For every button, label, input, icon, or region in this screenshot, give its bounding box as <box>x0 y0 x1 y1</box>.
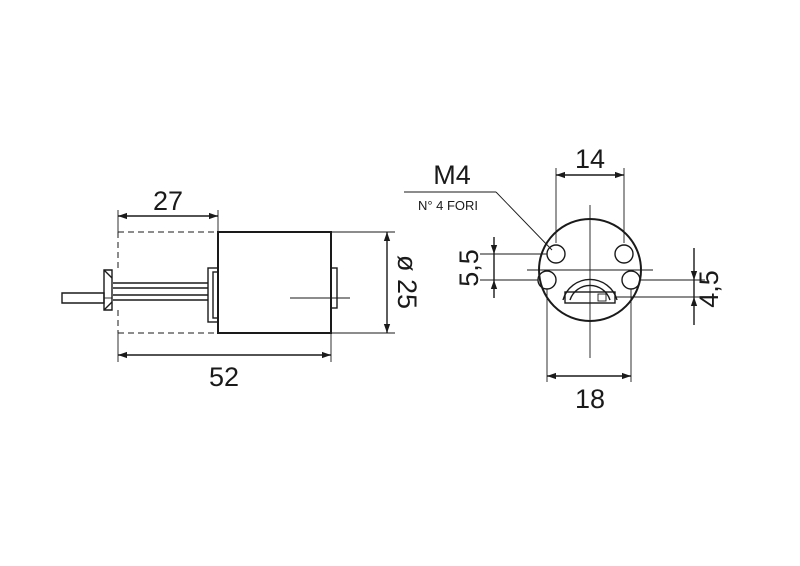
cylinder-body <box>217 231 332 334</box>
hole-bottom-right <box>621 270 641 290</box>
front-washer <box>212 271 219 319</box>
dim-label-27: 27 <box>153 186 183 216</box>
front-view: 14 18 5,5 4,5 M4 N° 4 FORI <box>404 144 724 414</box>
holes-note: N° 4 FORI <box>418 198 478 213</box>
dim-label-diameter: ø 25 <box>392 255 422 309</box>
dim-label-5-5: 5,5 <box>454 249 484 287</box>
cylinder-rear-step <box>330 267 338 309</box>
hole-top-right <box>614 244 634 264</box>
dim-label-52: 52 <box>209 362 239 392</box>
dim-label-18: 18 <box>575 384 605 414</box>
cam-bar <box>61 292 105 304</box>
side-view: 27 52 ø 25 <box>61 186 422 392</box>
dim-label-4-5: 4,5 <box>694 270 724 308</box>
thread-label: M4 <box>433 160 471 190</box>
dim-label-14: 14 <box>575 144 605 174</box>
